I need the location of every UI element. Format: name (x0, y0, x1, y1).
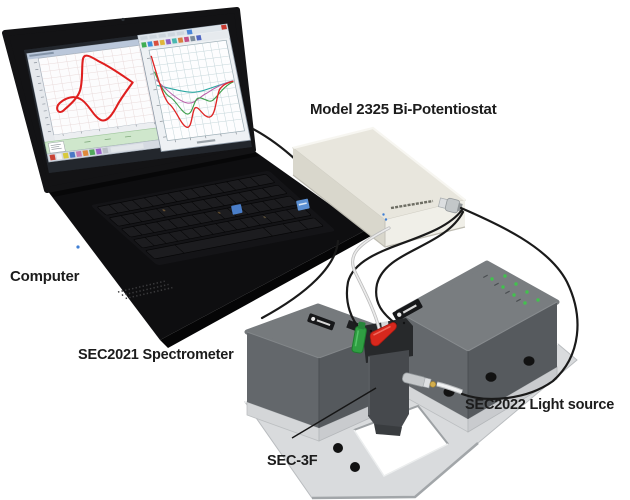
thumb-screw (350, 462, 360, 472)
label-computer: Computer (10, 268, 80, 285)
keyboard (91, 171, 335, 266)
brand-plate (392, 298, 423, 322)
laptop-sticker (231, 204, 243, 215)
usb-cable-laptop-spectrometer (260, 239, 340, 320)
spectrum-teal (157, 80, 234, 93)
light-source-unit (392, 260, 560, 433)
cell-cable-connector (437, 197, 463, 214)
green-led (490, 277, 494, 281)
red-clip (369, 322, 397, 347)
speaker-grille (117, 280, 173, 300)
fiber-patch-cable (436, 382, 463, 394)
thumb-screw (333, 443, 343, 453)
green-led (523, 301, 527, 305)
taskbar-buttons (49, 143, 144, 161)
cv-curve (56, 54, 134, 122)
laptop (2, 7, 371, 348)
thumb-screw (485, 372, 497, 382)
green-led (514, 282, 518, 286)
green-led (536, 298, 540, 302)
spectra-plot-window (137, 23, 252, 152)
collimator (402, 372, 437, 389)
leader-line (291, 387, 377, 439)
green-led (525, 290, 529, 294)
green-led (512, 293, 516, 297)
spectrum-green (153, 71, 234, 115)
label-light-source: SEC2022 Light source (465, 397, 615, 413)
label-potentiostat: Model 2325 Bi-Potentiostat (310, 101, 497, 118)
status-led (384, 218, 388, 221)
green-led (501, 285, 505, 289)
brand-plate (307, 313, 335, 331)
status-led (382, 213, 385, 216)
potentiostat-unit (291, 126, 467, 248)
spectrum-magenta (155, 79, 234, 104)
front-panel-text (390, 199, 434, 210)
led-indicators (483, 274, 540, 305)
intel-sticker (296, 198, 310, 211)
fiber-glow (429, 381, 437, 388)
green-led (503, 274, 507, 278)
webcam-icon (121, 17, 125, 22)
screen-content (24, 23, 252, 174)
label-cell: SEC-3F (267, 453, 318, 469)
green-clip (351, 321, 367, 354)
laptop-base-edge (160, 230, 371, 348)
thumb-screw (523, 356, 535, 366)
label-spectrometer: SEC2021 Spectrometer (78, 347, 234, 363)
red-clip-lead (375, 210, 465, 326)
cell-holder (362, 318, 413, 436)
close-icon (221, 24, 227, 30)
power-led (76, 245, 80, 249)
toolbar-icons (141, 35, 202, 48)
cell-cable-loop (459, 206, 579, 400)
cv-plot-window (26, 37, 170, 163)
spectrum-red (150, 55, 234, 128)
